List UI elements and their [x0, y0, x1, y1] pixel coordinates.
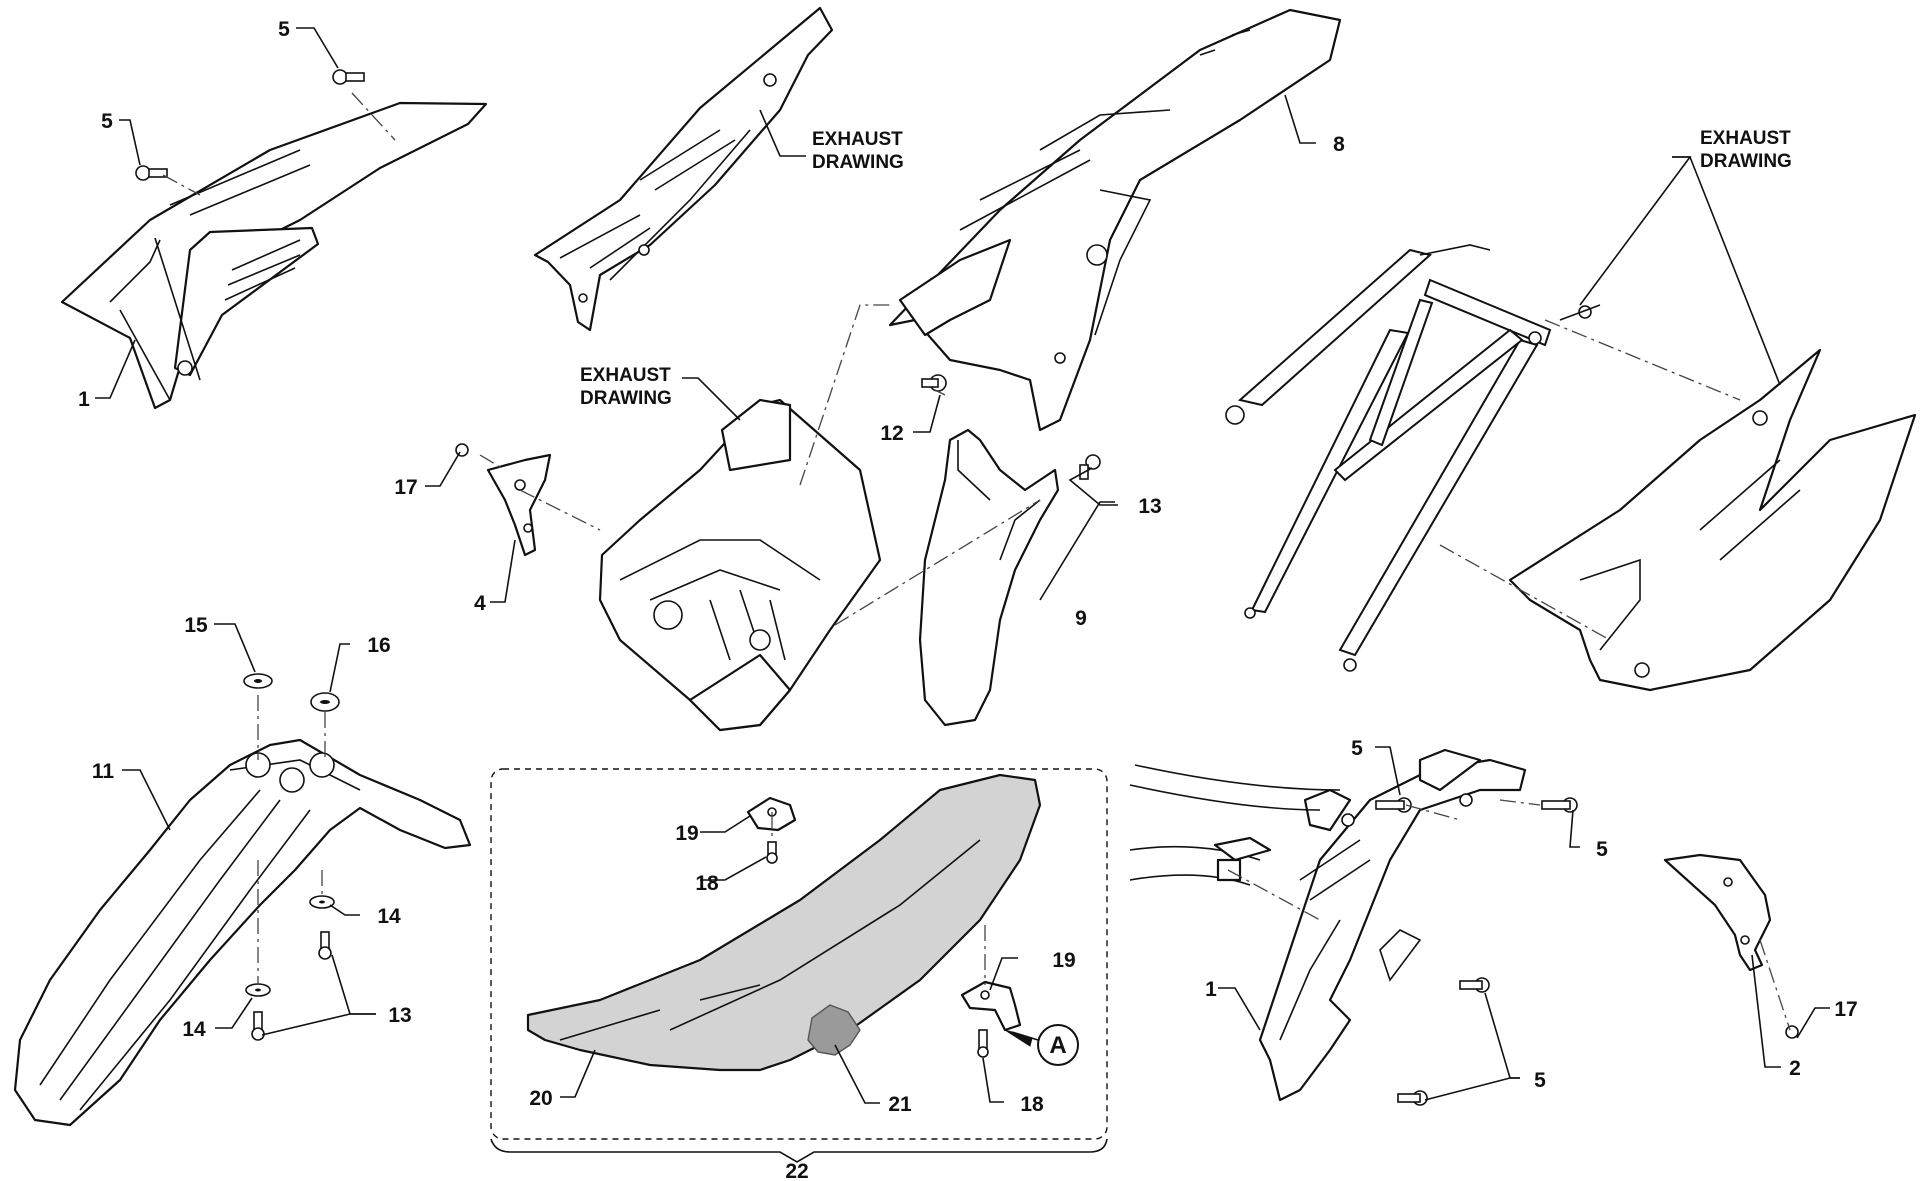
detail-a-label: A [1049, 1032, 1066, 1059]
part-8-rear-fender [888, 8, 1342, 432]
part-19-seat-bracket-rear [960, 980, 1022, 1032]
callout-12: 12 [880, 422, 903, 445]
frame-rails-background [1129, 764, 1341, 886]
alignment-lines [162, 92, 1791, 1031]
exhaust-drawing-note-2: EXHAUST DRAWING [580, 365, 672, 409]
callout-1: 1 [1205, 978, 1217, 1001]
part-4-bracket [486, 453, 552, 557]
callout-5: 5 [278, 18, 290, 41]
part-air-box [598, 398, 882, 732]
callout-2: 2 [1789, 1057, 1801, 1080]
seat-assembly-box [490, 768, 1108, 1163]
exhaust-drawing-note-3: EXHAUST DRAWING [1700, 128, 1792, 172]
callout-4: 4 [474, 592, 486, 615]
callout-19: 19 [675, 822, 698, 845]
callout-19: 19 [1052, 949, 1075, 972]
callout-5: 5 [1351, 737, 1363, 760]
callout-17: 17 [1834, 998, 1857, 1021]
callout-8: 8 [1333, 133, 1345, 156]
callout-15: 15 [184, 614, 208, 637]
callout-17: 17 [394, 476, 417, 499]
detail-a-marker: A [1004, 1024, 1079, 1066]
part-18-screw-front [766, 841, 778, 864]
callout-9: 9 [1075, 607, 1087, 630]
part-right-side-panel [1508, 348, 1917, 692]
callout-5: 5 [1534, 1069, 1546, 1092]
exhaust-drawing-note-1: EXHAUST DRAWING [812, 129, 904, 173]
part-2-bracket [1663, 853, 1772, 972]
svg-text:DRAWING: DRAWING [812, 152, 904, 173]
part-20-seat [526, 773, 1042, 1072]
svg-text:EXHAUST: EXHAUST [580, 365, 671, 386]
part-rear-subframe [1225, 244, 1601, 672]
svg-text:DRAWING: DRAWING [1700, 151, 1792, 172]
leader-lines [95, 27, 1830, 1104]
part-18-screw-rear [977, 1029, 989, 1058]
part-1-side-panel-top [60, 101, 488, 410]
callout-14: 14 [377, 905, 401, 928]
callout-1: 1 [78, 388, 90, 411]
svg-text:DRAWING: DRAWING [580, 388, 672, 409]
callout-5: 5 [1596, 838, 1608, 861]
callout-13: 13 [1138, 495, 1161, 518]
callout-16: 16 [367, 634, 390, 657]
part-9-mud-flap [918, 428, 1060, 727]
callout-11: 11 [92, 760, 115, 783]
svg-text:EXHAUST: EXHAUST [1700, 128, 1791, 149]
callout-21: 21 [888, 1093, 912, 1116]
callout-13: 13 [388, 1004, 411, 1027]
callout-labels: 5 5 1 8 12 17 13 4 9 15 16 11 14 13 14 1… [78, 18, 1858, 1181]
callout-22: 22 [785, 1160, 808, 1181]
callout-20: 20 [529, 1087, 552, 1110]
callout-18: 18 [1020, 1093, 1044, 1116]
fastener-screws [135, 69, 1799, 1106]
svg-text:EXHAUST: EXHAUST [812, 129, 903, 150]
part-11-front-fender [13, 738, 472, 1127]
callout-18: 18 [695, 872, 719, 895]
part-21-seat-patch [807, 1004, 861, 1056]
callout-5: 5 [101, 110, 113, 133]
part-exhaust-panel-upper [533, 6, 834, 332]
callout-14: 14 [182, 1018, 206, 1041]
part-1-side-panel-lower [1258, 748, 1527, 1102]
